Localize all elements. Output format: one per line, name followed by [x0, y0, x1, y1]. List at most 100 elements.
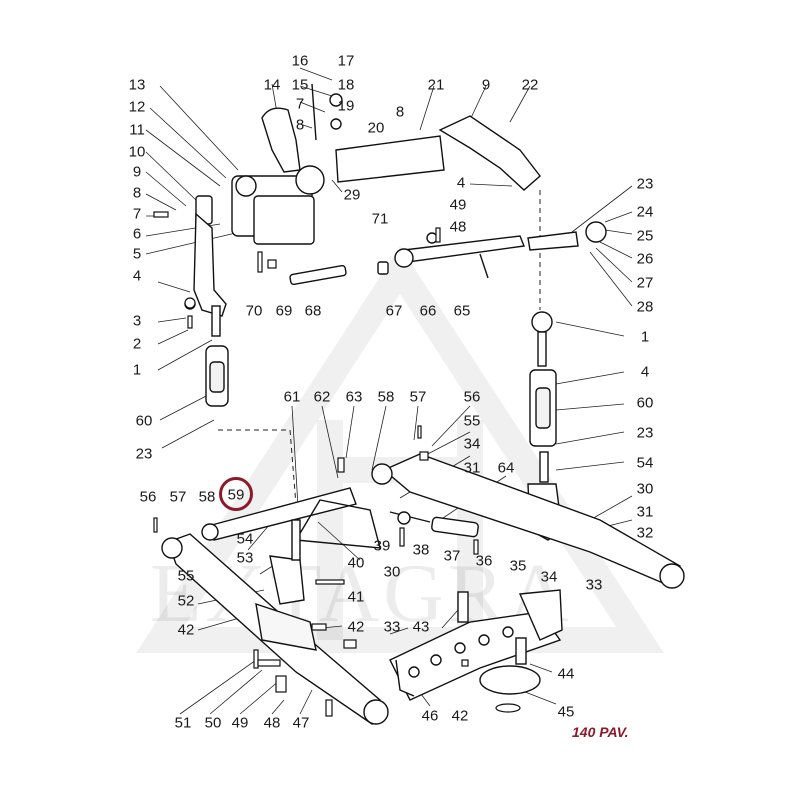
part-label-49[interactable]: 49	[231, 714, 249, 732]
part-label-7[interactable]: 7	[295, 95, 305, 113]
part-label-49[interactable]: 49	[449, 196, 467, 214]
part-label-37[interactable]: 37	[443, 547, 461, 565]
part-label-63[interactable]: 63	[345, 388, 363, 406]
part-label-47[interactable]: 47	[292, 714, 310, 732]
part-label-60[interactable]: 60	[636, 394, 654, 412]
part-label-12[interactable]: 12	[128, 98, 146, 116]
part-label-17[interactable]: 17	[337, 52, 355, 70]
part-label-5[interactable]: 5	[132, 245, 142, 263]
part-label-56[interactable]: 56	[139, 488, 157, 506]
part-label-55[interactable]: 55	[177, 567, 195, 585]
part-label-2[interactable]: 2	[132, 335, 142, 353]
part-label-34[interactable]: 34	[540, 568, 558, 586]
part-label-14[interactable]: 14	[263, 76, 281, 94]
part-label-57[interactable]: 57	[169, 488, 187, 506]
part-label-28[interactable]: 28	[636, 298, 654, 316]
part-label-71[interactable]: 71	[371, 210, 389, 228]
part-label-42[interactable]: 42	[177, 621, 195, 639]
lower-link-left	[161, 519, 389, 726]
part-label-15[interactable]: 15	[291, 76, 309, 94]
part-label-31[interactable]: 31	[636, 503, 654, 521]
part-label-46[interactable]: 46	[421, 707, 439, 725]
part-label-19[interactable]: 19	[337, 97, 355, 115]
part-label-25[interactable]: 25	[636, 227, 654, 245]
part-label-18[interactable]: 18	[337, 76, 355, 94]
part-label-11[interactable]: 11	[129, 121, 145, 139]
part-label-48[interactable]: 48	[263, 714, 281, 732]
part-label-6[interactable]: 6	[132, 225, 142, 243]
part-label-34[interactable]: 34	[463, 435, 481, 453]
part-label-32[interactable]: 32	[636, 524, 654, 542]
part-label-1[interactable]: 1	[640, 328, 650, 346]
part-label-43[interactable]: 43	[412, 618, 430, 636]
part-label-23[interactable]: 23	[636, 175, 654, 193]
part-label-61[interactable]: 61	[283, 388, 301, 406]
part-label-31[interactable]: 31	[463, 459, 481, 477]
part-label-42[interactable]: 42	[451, 707, 469, 725]
part-label-26[interactable]: 26	[636, 250, 654, 268]
part-label-1[interactable]: 1	[132, 361, 142, 379]
part-label-51[interactable]: 51	[174, 714, 192, 732]
part-label-21[interactable]: 21	[427, 76, 445, 94]
figure-caption: 140 PAV.	[572, 724, 629, 740]
part-label-3[interactable]: 3	[132, 312, 142, 330]
part-label-38[interactable]: 38	[412, 541, 430, 559]
part-label-57[interactable]: 57	[409, 388, 427, 406]
part-label-35[interactable]: 35	[509, 557, 527, 575]
part-label-33[interactable]: 33	[585, 576, 603, 594]
part-label-60[interactable]: 60	[135, 412, 153, 430]
top-link-assembly	[289, 221, 607, 286]
part-label-4[interactable]: 4	[640, 363, 650, 381]
part-label-20[interactable]: 20	[367, 119, 385, 137]
part-label-52[interactable]: 52	[177, 592, 195, 610]
part-label-29[interactable]: 29	[343, 186, 361, 204]
part-label-16[interactable]: 16	[291, 52, 309, 70]
part-label-22[interactable]: 22	[521, 76, 539, 94]
part-label-65[interactable]: 65	[453, 302, 471, 320]
part-label-23[interactable]: 23	[135, 445, 153, 463]
part-label-58[interactable]: 58	[377, 388, 395, 406]
part-label-40[interactable]: 40	[347, 554, 365, 572]
part-label-42[interactable]: 42	[347, 618, 365, 636]
part-label-30[interactable]: 30	[636, 480, 654, 498]
part-label-53[interactable]: 53	[236, 549, 254, 567]
part-label-39[interactable]: 39	[373, 537, 391, 555]
part-label-24[interactable]: 24	[636, 203, 654, 221]
part-label-4[interactable]: 4	[456, 174, 466, 192]
part-label-50[interactable]: 50	[204, 714, 222, 732]
part-label-62[interactable]: 62	[313, 388, 331, 406]
part-label-27[interactable]: 27	[636, 274, 654, 292]
part-label-41[interactable]: 41	[347, 588, 365, 606]
cross-shaft	[201, 487, 479, 549]
part-label-56[interactable]: 56	[463, 388, 481, 406]
part-label-9[interactable]: 9	[132, 163, 142, 181]
part-label-8[interactable]: 8	[395, 103, 405, 121]
part-label-69[interactable]: 69	[275, 302, 293, 320]
part-label-64[interactable]: 64	[497, 459, 515, 477]
part-label-48[interactable]: 48	[449, 218, 467, 236]
part-label-13[interactable]: 13	[128, 76, 146, 94]
part-label-4[interactable]: 4	[132, 267, 142, 285]
part-label-8[interactable]: 8	[295, 116, 305, 134]
part-label-10[interactable]: 10	[128, 143, 146, 161]
part-label-67[interactable]: 67	[385, 302, 403, 320]
drawbar-frame	[389, 589, 563, 701]
part-label-54[interactable]: 54	[236, 530, 254, 548]
part-label-59[interactable]: 59	[227, 486, 245, 504]
part-label-68[interactable]: 68	[304, 302, 322, 320]
part-label-70[interactable]: 70	[245, 302, 263, 320]
part-label-30[interactable]: 30	[383, 563, 401, 581]
part-label-66[interactable]: 66	[419, 302, 437, 320]
part-label-7[interactable]: 7	[132, 205, 142, 223]
part-label-55[interactable]: 55	[463, 412, 481, 430]
part-label-45[interactable]: 45	[557, 703, 575, 721]
part-label-58[interactable]: 58	[198, 488, 216, 506]
part-label-54[interactable]: 54	[636, 454, 654, 472]
part-label-44[interactable]: 44	[557, 665, 575, 683]
part-label-9[interactable]: 9	[481, 76, 491, 94]
part-label-23[interactable]: 23	[636, 424, 654, 442]
part-label-36[interactable]: 36	[475, 552, 493, 570]
part-label-33[interactable]: 33	[383, 618, 401, 636]
part-label-8[interactable]: 8	[132, 184, 142, 202]
